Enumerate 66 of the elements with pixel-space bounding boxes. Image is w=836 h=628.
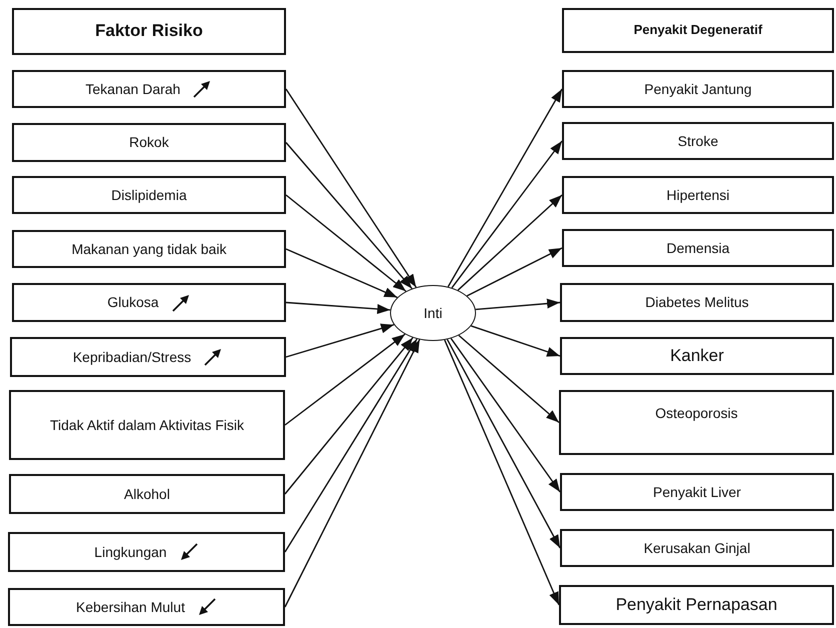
arrow bbox=[458, 334, 560, 424]
factor-box bbox=[12, 176, 286, 214]
arrow bbox=[448, 88, 563, 288]
arrow bbox=[286, 324, 394, 358]
arrow bbox=[444, 340, 560, 606]
factor-box bbox=[562, 229, 834, 267]
factor-box bbox=[560, 529, 834, 567]
node-label: Lingkungan bbox=[94, 542, 167, 562]
node-label: Dislipidemia bbox=[111, 186, 187, 204]
factor-box bbox=[9, 390, 285, 460]
factor-box bbox=[12, 123, 286, 162]
factor-box bbox=[562, 122, 834, 160]
arrow bbox=[285, 142, 412, 290]
node-label: Kebersihan Mulut bbox=[76, 598, 185, 616]
arrow bbox=[284, 334, 406, 426]
node-label: Inti bbox=[424, 304, 442, 322]
node-label: Penyakit Pernapasan bbox=[616, 594, 778, 616]
header-box bbox=[562, 8, 834, 53]
node-label: Tekanan Darah bbox=[86, 80, 180, 98]
factor-box bbox=[562, 176, 834, 214]
factor-box bbox=[560, 473, 834, 511]
node-label: Osteoporosis bbox=[655, 404, 738, 422]
node-label: Tidak Aktif dalam Aktivitas Fisik bbox=[50, 416, 244, 434]
node-label: Makanan yang tidak baik bbox=[72, 240, 226, 258]
arrow bbox=[286, 248, 398, 298]
arrow bbox=[284, 338, 418, 552]
factor-box bbox=[560, 337, 834, 375]
arrow bbox=[450, 338, 561, 492]
arrow bbox=[470, 325, 560, 357]
core-ellipse bbox=[390, 285, 476, 341]
node-label: Glukosa bbox=[107, 293, 159, 312]
factor-box bbox=[8, 588, 285, 626]
arrow bbox=[286, 194, 406, 292]
factor-box bbox=[560, 283, 834, 322]
factor-box bbox=[12, 70, 286, 108]
arrow bbox=[284, 337, 414, 494]
arrow bbox=[446, 339, 561, 548]
factor-box bbox=[559, 585, 834, 625]
factor-box bbox=[8, 532, 285, 572]
node-label: Alkohol bbox=[124, 484, 170, 504]
factor-box bbox=[559, 390, 834, 455]
arrow bbox=[286, 302, 390, 314]
node-label: Rokok bbox=[129, 133, 169, 152]
factor-box bbox=[562, 70, 834, 108]
node-label: Kanker bbox=[670, 344, 724, 367]
node-label: Kepribadian/Stress bbox=[72, 348, 192, 366]
factor-box bbox=[12, 283, 286, 322]
node-label: Stroke bbox=[678, 132, 718, 150]
node-label: Penyakit Jantung bbox=[644, 80, 752, 98]
arrow bbox=[466, 247, 562, 296]
node-label: Faktor Risiko bbox=[95, 20, 203, 42]
factor-box bbox=[12, 230, 286, 268]
node-label: Kerusakan Ginjal bbox=[644, 538, 750, 558]
factor-box bbox=[9, 474, 285, 514]
factor-box bbox=[10, 337, 286, 377]
arrow bbox=[457, 194, 562, 291]
header-box bbox=[12, 8, 286, 55]
arrow bbox=[476, 298, 560, 310]
node-label: Diabetes Melitus bbox=[645, 293, 749, 312]
node-label: Hipertensi bbox=[666, 186, 730, 204]
node-label: Penyakit Degeneratif bbox=[634, 22, 762, 39]
arrow bbox=[284, 339, 420, 608]
arrow bbox=[451, 140, 563, 288]
node-label: Demensia bbox=[666, 238, 730, 258]
node-label: Penyakit Liver bbox=[653, 482, 741, 502]
arrow bbox=[285, 88, 417, 288]
